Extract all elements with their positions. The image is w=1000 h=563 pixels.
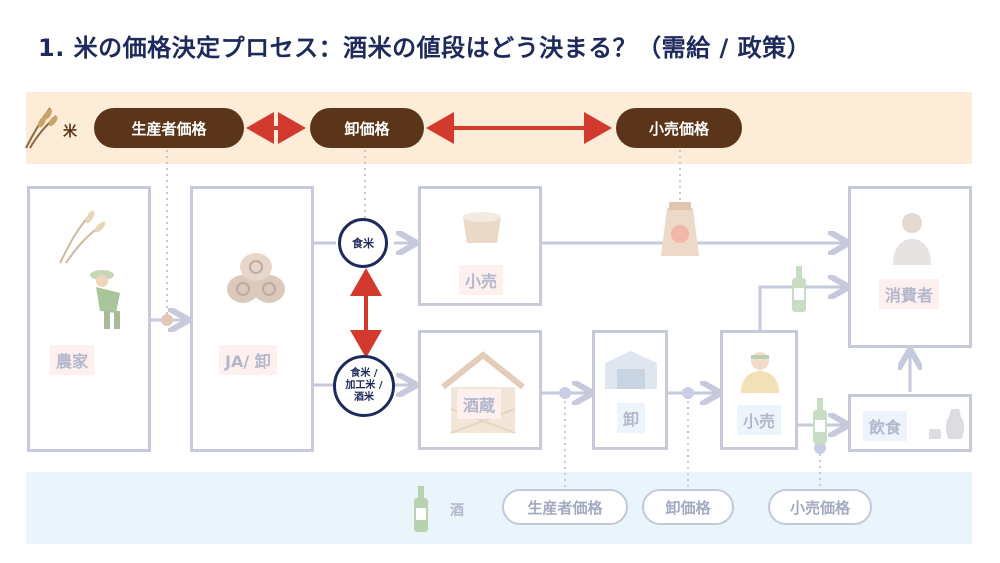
rice-band-label: 米 — [63, 124, 77, 140]
mixed-rice-line-1: 食米 / — [350, 368, 378, 379]
sake-bottle-icon — [413, 486, 429, 536]
ja-wholesale-label: JA/ 卸 — [219, 345, 277, 375]
farmer-icon — [86, 267, 136, 335]
retail-top-label: 小売 — [459, 265, 504, 295]
sake-bottle-icon — [812, 398, 828, 448]
retail-top-node: 小売 — [418, 186, 542, 306]
sake-wholesale-price-pill: 卸価格 — [642, 489, 734, 525]
rice-wholesale-price-pill: 卸価格 — [310, 108, 424, 148]
sake-band-label: 酒 — [450, 503, 464, 519]
restaurant-label: 飲食 — [863, 411, 908, 441]
farmer-node: 農家 — [27, 186, 151, 452]
consumer-label: 消費者 — [879, 279, 940, 309]
rice-producer-price-pill: 生産者価格 — [94, 108, 244, 148]
rice-bales-icon — [221, 249, 291, 311]
restaurant-node: 飲食 — [848, 394, 972, 452]
food-rice-label: 食米 — [352, 237, 374, 250]
rice-bag-icon — [657, 198, 703, 264]
page-title: 1. 米の価格決定プロセス：酒米の値段はどう決まる？（需給 / 政策） — [38, 34, 812, 62]
ja-wholesale-node: JA/ 卸 — [190, 186, 314, 452]
brewery-label: 酒蔵 — [457, 389, 502, 419]
shopkeeper-icon — [737, 349, 783, 397]
consumer-node: 消費者 — [848, 186, 972, 348]
sake-bottle-icon — [791, 266, 807, 316]
mixed-rice-line-3: 酒米 — [354, 392, 374, 403]
warehouse-icon — [603, 349, 659, 395]
farmer-label: 農家 — [50, 345, 95, 375]
rice-retail-price-pill: 小売価格 — [616, 108, 742, 148]
food-rice-circle: 食米 — [338, 218, 388, 268]
mixed-rice-circle: 食米 / 加工米 / 酒米 — [333, 355, 395, 417]
sake-producer-price-pill: 生産者価格 — [502, 489, 628, 525]
sake-set-icon — [927, 407, 967, 445]
consumer-icon — [889, 209, 935, 269]
sake-wholesale-node: 卸 — [592, 330, 668, 450]
sake-retail-price-pill: 小売価格 — [768, 489, 872, 525]
retail-bottom-label: 小売 — [737, 405, 782, 435]
brewery-node: 酒蔵 — [418, 330, 542, 450]
rice-plant-icon — [50, 207, 110, 271]
sake-wholesale-label: 卸 — [617, 403, 646, 433]
rice-plant-icon — [20, 104, 60, 156]
rice-box-icon — [459, 207, 505, 249]
retail-bottom-node: 小売 — [720, 330, 798, 450]
mixed-rice-line-2: 加工米 / — [345, 380, 383, 391]
